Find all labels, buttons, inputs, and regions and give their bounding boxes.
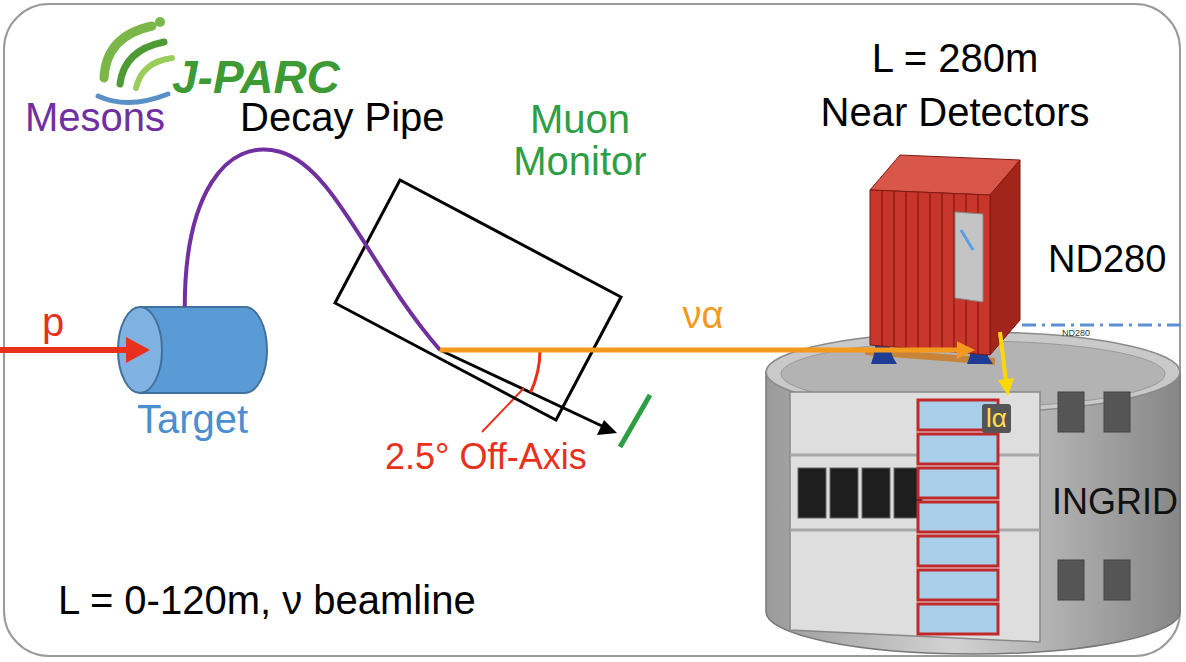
cube-stripe bbox=[917, 192, 919, 349]
decay-pipe-shape bbox=[334, 178, 624, 423]
nd280-detector-shape bbox=[865, 150, 1025, 365]
neutrino-beam bbox=[440, 341, 975, 358]
cube-stripe bbox=[893, 191, 895, 347]
cylinder-face bbox=[118, 307, 162, 393]
monitor-label: Muon Monitor bbox=[500, 98, 660, 182]
muon-monitor-plate bbox=[620, 395, 650, 447]
label-holder: να bbox=[682, 294, 723, 337]
particle-label: p bbox=[42, 300, 64, 345]
building bbox=[766, 332, 1180, 654]
label-holder: L = 0-120m, ν beamline bbox=[58, 578, 476, 623]
label-holder: ND280 bbox=[1062, 328, 1090, 338]
label-holder: L = 280m bbox=[790, 36, 1120, 81]
target-label: Target bbox=[115, 397, 270, 442]
detector-window bbox=[955, 212, 983, 302]
edge-label: Mesons bbox=[25, 95, 165, 140]
logo-text: J-PARC bbox=[172, 52, 340, 104]
off-axis-line bbox=[440, 350, 602, 426]
nd280-detector: ND280 bbox=[865, 150, 1025, 365]
label-holder: Mesons bbox=[25, 95, 165, 140]
detector-label: ND280 bbox=[1048, 238, 1166, 281]
particle-track bbox=[961, 230, 973, 250]
beam-axis-line bbox=[1022, 324, 1186, 327]
cube-front bbox=[870, 190, 990, 355]
cube-stripe bbox=[905, 192, 907, 349]
edge-label: να bbox=[682, 294, 723, 337]
distance-label: L = 0-120m, ν beamline bbox=[58, 578, 476, 623]
arrow-head bbox=[126, 337, 150, 363]
label-holder: Near Detectors bbox=[790, 90, 1120, 135]
meson-path-line bbox=[185, 150, 440, 350]
section-label: Near Detectors bbox=[790, 90, 1120, 135]
angle-arc bbox=[531, 350, 540, 392]
arrow-head bbox=[957, 341, 975, 358]
meson-path bbox=[185, 150, 440, 350]
axis-tag: ND280 bbox=[1062, 328, 1090, 338]
cube-stripe bbox=[929, 193, 931, 351]
label-holder: lα bbox=[982, 404, 1011, 433]
label-holder: J-PARC bbox=[172, 52, 340, 104]
ingrid-horizontal-modules bbox=[798, 468, 922, 518]
label-holder: Muon Monitor bbox=[500, 98, 660, 182]
cube-side bbox=[990, 160, 1020, 355]
label-holder: Target bbox=[115, 397, 270, 442]
label-holder: ND280 bbox=[1048, 238, 1166, 281]
proton-beam bbox=[0, 347, 128, 353]
arrow-head bbox=[597, 420, 617, 435]
detector-name: INGRID bbox=[1052, 482, 1178, 522]
leader-line bbox=[482, 388, 524, 432]
label-holder: 2.5° Off-Axis bbox=[385, 437, 587, 477]
decay-pipe: Decay Pipe bbox=[334, 178, 624, 423]
target-cylinder: Target bbox=[115, 305, 270, 395]
cube-stripe bbox=[881, 191, 883, 347]
logo-swirl bbox=[98, 17, 172, 103]
label-holder: INGRID bbox=[1052, 482, 1178, 522]
target-cylinder-shape bbox=[115, 305, 270, 395]
arrow-head bbox=[998, 378, 1014, 396]
angle-label: 2.5° Off-Axis bbox=[385, 437, 587, 477]
lepton-track bbox=[1000, 332, 1006, 382]
label-holder: p bbox=[42, 300, 64, 345]
lepton-label: lα bbox=[982, 404, 1011, 433]
frame bbox=[4, 4, 1180, 656]
distance-label: L = 280m bbox=[790, 36, 1120, 81]
ingrid-vertical-modules bbox=[918, 400, 998, 634]
neutrino-beam-line bbox=[440, 347, 959, 352]
pipe-outline bbox=[335, 180, 621, 420]
cube-stripe bbox=[941, 193, 943, 351]
